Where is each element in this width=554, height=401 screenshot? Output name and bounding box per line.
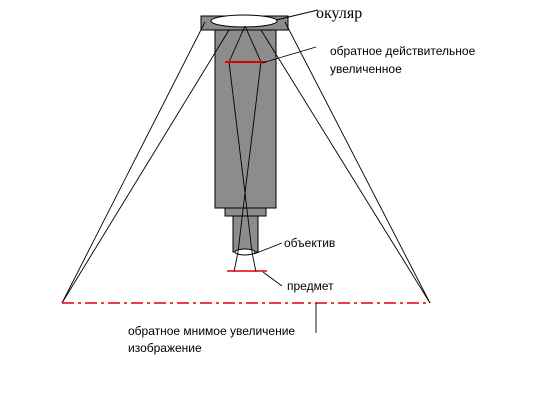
label-real-image-line2: увеличенное (330, 62, 402, 76)
label-object: предмет (287, 279, 334, 293)
objective-lens (234, 248, 256, 256)
outer-rays (61, 21, 431, 304)
label-eyepiece: окуляр (316, 5, 362, 22)
label-virtual-image-line2: изображение (128, 341, 202, 355)
label-real-image-line1: обратное действительное (330, 44, 476, 58)
microscope-tube (214, 29, 277, 209)
label-objective: объектив (284, 236, 335, 250)
tube-collar (224, 207, 267, 217)
eyepiece-lens (210, 14, 278, 28)
leader-lines (253, 9, 319, 333)
label-virtual-image-line1: обратное мнимое увеличение (128, 324, 295, 338)
objective-barrel (232, 215, 259, 253)
internal-rays (228, 25, 262, 273)
